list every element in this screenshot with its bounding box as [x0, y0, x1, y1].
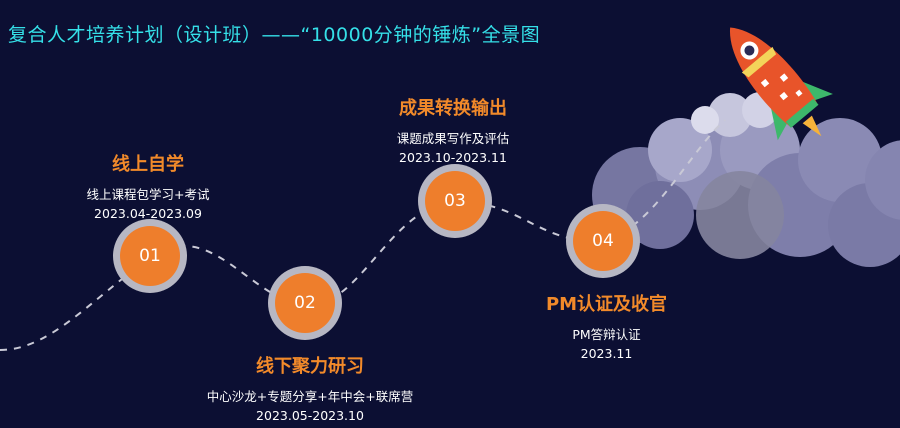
step-desc-2: 中心沙龙+专题分享+年中会+联席营 — [206, 389, 414, 404]
step-number-1: 01 — [120, 226, 180, 286]
step-number-3: 03 — [425, 171, 485, 231]
step-node-3: 03 — [418, 164, 492, 238]
step-date-2: 2023.05-2023.10 — [256, 408, 364, 423]
page-title: 复合人才培养计划（设计班）——“10000分钟的锤炼”全景图 — [8, 24, 541, 46]
step-label-3: 成果转换输出 课题成果写作及评估 2023.10-2023.11 — [368, 94, 538, 167]
step-heading-3: 成果转换输出 — [399, 98, 507, 119]
step-date-4: 2023.11 — [580, 346, 633, 361]
step-date-1: 2023.04-2023.09 — [94, 206, 202, 221]
rocket-icon — [730, 27, 833, 141]
step-number-4: 04 — [573, 211, 633, 271]
step-desc-3: 课题成果写作及评估 — [396, 131, 510, 146]
step-number-2: 02 — [275, 273, 335, 333]
step-desc-4: PM答辩认证 — [572, 327, 641, 342]
step-label-1: 线上自学 线上课程包学习+考试 2023.04-2023.09 — [68, 150, 228, 223]
step-heading-4: PM认证及收官 — [545, 294, 668, 315]
step-desc-1: 线上课程包学习+考试 — [86, 187, 210, 202]
smoke-cloud — [592, 92, 900, 267]
step-date-3: 2023.10-2023.11 — [399, 150, 507, 165]
step-label-4: PM认证及收官 PM答辩认证 2023.11 — [524, 290, 689, 363]
step-node-1: 01 — [113, 219, 187, 293]
step-node-2: 02 — [268, 266, 342, 340]
step-node-4: 04 — [566, 204, 640, 278]
step-heading-2: 线下聚力研习 — [256, 356, 364, 377]
step-label-2: 线下聚力研习 中心沙龙+专题分享+年中会+联席营 2023.05-2023.10 — [190, 352, 430, 425]
step-heading-1: 线上自学 — [112, 154, 184, 175]
